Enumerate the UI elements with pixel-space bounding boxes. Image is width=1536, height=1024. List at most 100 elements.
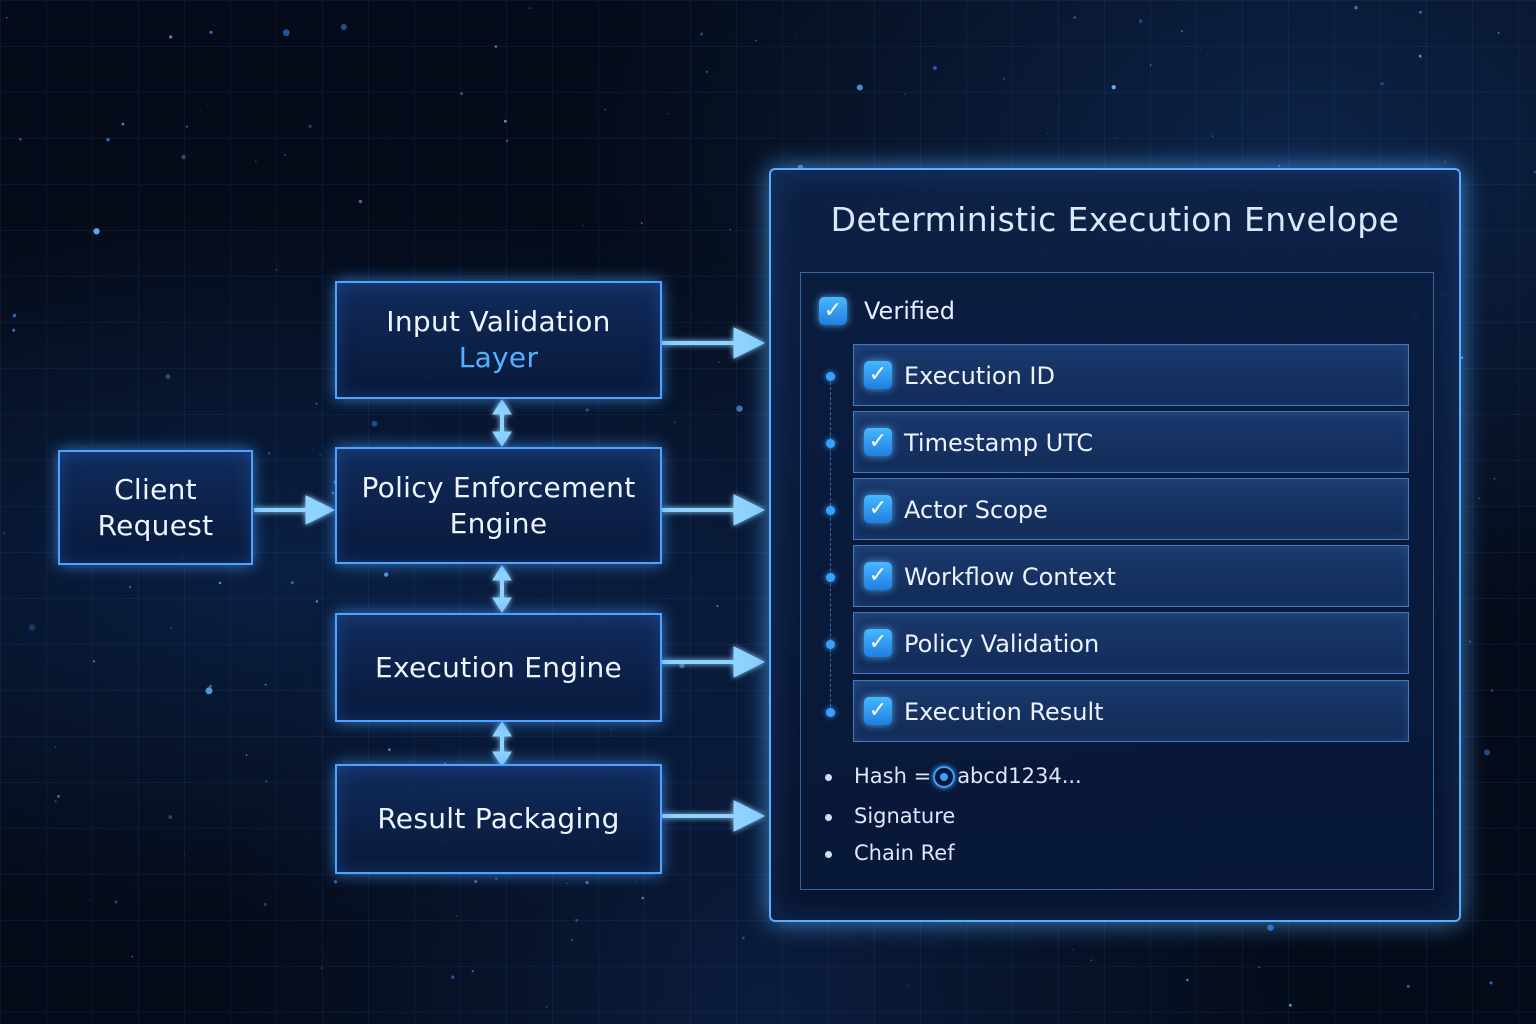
arrow-client-to-policy bbox=[254, 495, 336, 525]
star-dot bbox=[333, 880, 338, 884]
star-dot bbox=[54, 800, 57, 803]
star-dot bbox=[1258, 966, 1261, 969]
star-dot bbox=[1468, 640, 1472, 644]
star-dot bbox=[321, 967, 323, 969]
star-dot bbox=[290, 581, 294, 585]
star-dot bbox=[218, 848, 220, 850]
star-dot bbox=[729, 228, 731, 231]
checklist-row-timestamp: ✓ Timestamp UTC bbox=[853, 411, 1409, 473]
arrow-execution-to-envelope bbox=[662, 646, 766, 678]
checklist-label: Execution ID bbox=[904, 362, 1055, 390]
verified-label: Verified bbox=[864, 297, 955, 325]
star-dot bbox=[3, 532, 6, 535]
checklist-label: Execution Result bbox=[904, 698, 1104, 726]
check-icon: ✓ bbox=[864, 361, 892, 389]
client-request-node: Client Request bbox=[58, 450, 253, 565]
star-dot bbox=[384, 572, 389, 577]
star-dot bbox=[908, 984, 910, 987]
chain-ref-label: Chain Ref bbox=[854, 841, 955, 865]
star-dot bbox=[494, 45, 498, 48]
star-dot bbox=[755, 40, 757, 42]
result-packaging-node: Result Packaging bbox=[335, 764, 662, 874]
star-dot bbox=[207, 104, 209, 106]
star-dot bbox=[443, 762, 447, 765]
star-dot bbox=[640, 222, 643, 225]
star-dot bbox=[93, 228, 100, 235]
star-dot bbox=[583, 225, 584, 227]
bullet-icon bbox=[825, 813, 832, 821]
star-dot bbox=[585, 880, 589, 885]
star-dot bbox=[1483, 749, 1491, 756]
star-dot bbox=[471, 970, 474, 973]
star-dot bbox=[282, 29, 290, 37]
star-dot bbox=[319, 454, 321, 456]
star-dot bbox=[283, 154, 286, 156]
star-dot bbox=[358, 199, 362, 204]
check-icon: ✓ bbox=[864, 562, 892, 590]
star-dot bbox=[185, 125, 189, 128]
checklist-node-dot bbox=[826, 708, 835, 717]
execution-engine-label: Execution Engine bbox=[374, 650, 623, 684]
star-dot bbox=[745, 1, 747, 3]
star-dot bbox=[1380, 82, 1384, 86]
verified-check-icon: ✓ bbox=[819, 297, 847, 325]
checklist-row-execution-result: ✓ Execution Result bbox=[853, 680, 1409, 742]
star-dot bbox=[1288, 1003, 1292, 1007]
star-dot bbox=[1406, 984, 1410, 988]
check-icon: ✓ bbox=[864, 428, 892, 456]
star-dot bbox=[89, 899, 91, 902]
star-dot bbox=[765, 651, 767, 653]
star-dot bbox=[495, 877, 498, 881]
star-dot bbox=[641, 896, 645, 900]
star-dot bbox=[331, 491, 335, 495]
star-dot bbox=[209, 30, 213, 34]
checklist-node-dot bbox=[826, 439, 835, 448]
star-dot bbox=[1111, 85, 1116, 90]
star-dot bbox=[140, 185, 142, 187]
star-dot bbox=[54, 746, 57, 748]
arrow-input-validation-to-envelope bbox=[662, 327, 766, 359]
arrow-result-to-envelope bbox=[662, 800, 766, 832]
star-dot bbox=[1186, 978, 1189, 982]
envelope-title: Deterministic Execution Envelope bbox=[830, 200, 1400, 239]
envelope-inner-panel: ✓ Verified ✓ Execution ID ✓ Timestamp UT… bbox=[800, 272, 1434, 890]
star-dot bbox=[1290, 18, 1292, 20]
checklist-label: Actor Scope bbox=[904, 496, 1048, 524]
star-dot bbox=[503, 119, 507, 123]
star-dot bbox=[1509, 663, 1511, 665]
star-dot bbox=[1047, 132, 1049, 135]
star-dot bbox=[610, 729, 612, 731]
arrow-policy-execution-bidirectional bbox=[492, 565, 512, 613]
checklist-row-execution-id: ✓ Execution ID bbox=[853, 344, 1409, 406]
star-dot bbox=[1116, 137, 1118, 140]
star-dot bbox=[570, 939, 573, 942]
hash-label: Hash = bbox=[854, 764, 932, 788]
star-dot bbox=[121, 122, 125, 126]
star-dot bbox=[1073, 16, 1076, 19]
star-dot bbox=[114, 900, 118, 904]
star-dot bbox=[12, 328, 16, 332]
checklist-row-actor-scope: ✓ Actor Scope bbox=[853, 478, 1409, 540]
checklist-label: Workflow Context bbox=[904, 563, 1116, 591]
execution-envelope-panel: Deterministic Execution Envelope ✓ Verif… bbox=[769, 168, 1461, 922]
star-dot bbox=[1418, 10, 1423, 14]
checklist-node-dot bbox=[826, 573, 835, 582]
hash-line: Hash = abcd1234... bbox=[825, 764, 1082, 788]
star-dot bbox=[1211, 135, 1214, 138]
star-dot bbox=[1460, 356, 1464, 360]
star-dot bbox=[181, 154, 186, 160]
checklist-node-dot bbox=[826, 640, 835, 649]
hash-value: abcd1234... bbox=[957, 764, 1082, 788]
checklist-connector-line bbox=[830, 377, 831, 717]
star-dot bbox=[1278, 164, 1281, 168]
star-dot bbox=[308, 124, 312, 128]
star-dot bbox=[183, 854, 185, 856]
client-request-line2: Request bbox=[97, 508, 214, 542]
star-dot bbox=[736, 405, 743, 412]
star-dot bbox=[168, 815, 173, 819]
checklist-node-dot bbox=[826, 506, 835, 515]
star-dot bbox=[12, 313, 17, 318]
star-dot bbox=[1490, 689, 1494, 692]
star-dot bbox=[634, 881, 637, 883]
arrow-input-policy-bidirectional bbox=[492, 399, 512, 447]
